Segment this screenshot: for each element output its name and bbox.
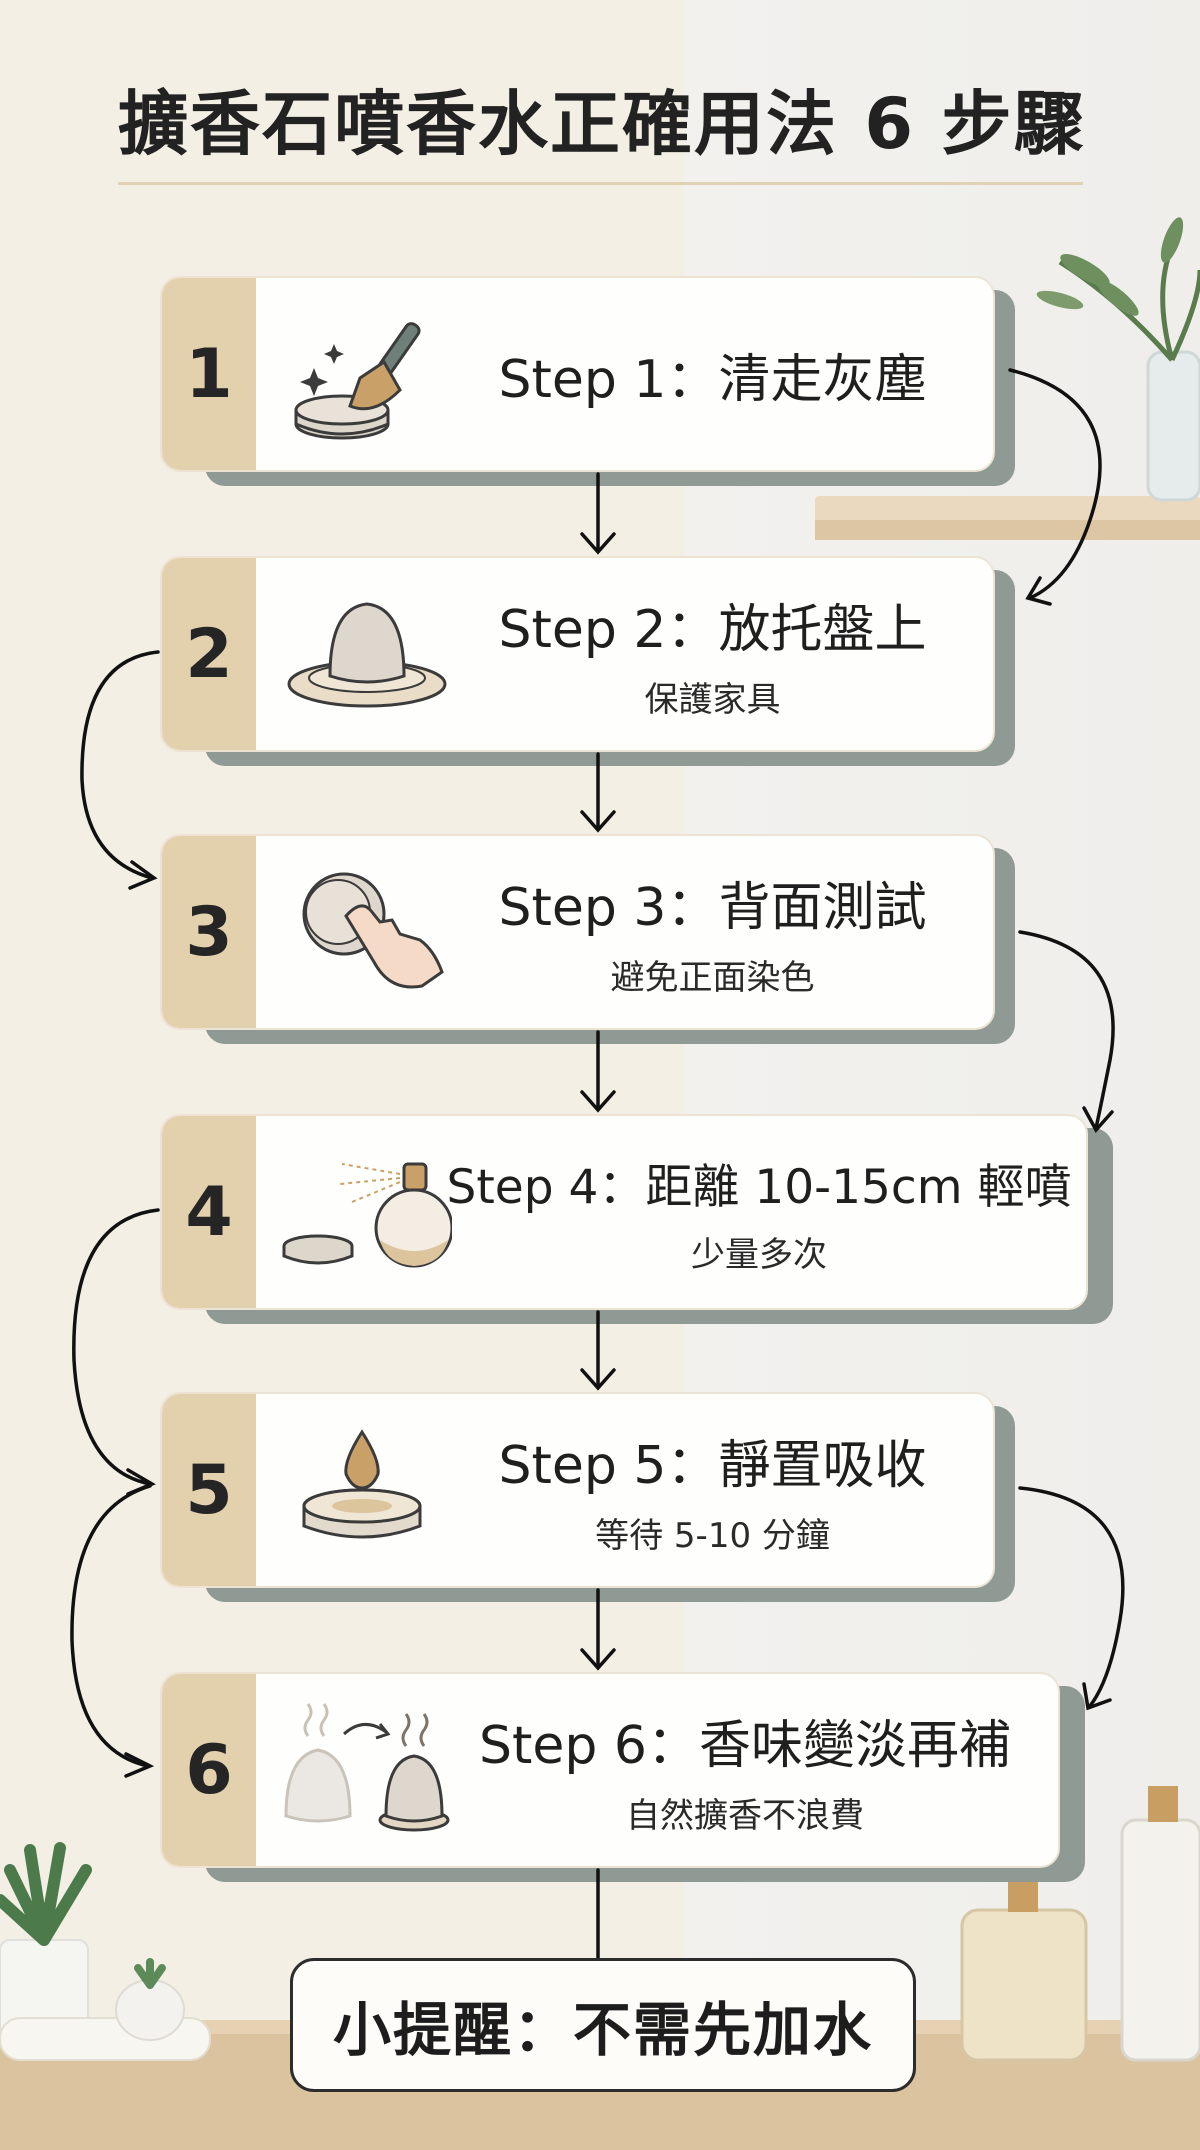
brush-stone-icon bbox=[294, 322, 421, 440]
step-text: Step 3：背面測試 避免正面染色 bbox=[462, 836, 963, 1028]
tip-text: 小提醒：不需先加水 bbox=[332, 1996, 873, 2064]
step-text: Step 6：香味變淡再補 自然擴香不浪費 bbox=[462, 1674, 1028, 1866]
step-number: 3 bbox=[185, 892, 233, 972]
card-body: 1 Step 1：清走灰塵 bbox=[160, 276, 995, 472]
step-subtitle: 保護家具 bbox=[644, 680, 781, 720]
step-card-6: 6 Step 6：香味變淡再補 自然擴香不浪費 bbox=[160, 1672, 1085, 1882]
drop-absorb-icon bbox=[302, 1429, 422, 1539]
step-subtitle: 自然擴香不浪費 bbox=[626, 1796, 864, 1836]
card-body: 4 Step 4：距離 10-15cm 輕噴 少量多次 bbox=[160, 1114, 1088, 1310]
step-card-5: 5 Step 5：靜置吸收 等待 5-10 分鐘 bbox=[160, 1392, 1015, 1602]
step-number-tab: 1 bbox=[162, 278, 256, 470]
card-body: 6 Step 6：香味變淡再補 自然擴香不浪費 bbox=[160, 1672, 1060, 1868]
step-number: 1 bbox=[185, 334, 233, 414]
step-title: Step 5：靜置吸收 bbox=[498, 1436, 927, 1496]
step-number-tab: 6 bbox=[162, 1674, 256, 1866]
step-number: 4 bbox=[185, 1172, 233, 1252]
step-title: Step 4：距離 10-15cm 輕噴 bbox=[446, 1160, 1072, 1215]
card-body: 3 Step 3：背面測試 避免正面染色 bbox=[160, 834, 995, 1030]
page-title: 擴香石噴香水正確用法 6 步驟 bbox=[118, 83, 1086, 165]
step-number-tab: 2 bbox=[162, 558, 256, 750]
step-subtitle: 少量多次 bbox=[691, 1235, 827, 1275]
step-title: Step 3：背面測試 bbox=[498, 878, 927, 938]
title-underline bbox=[118, 182, 1083, 185]
step-text: Step 5：靜置吸收 等待 5-10 分鐘 bbox=[462, 1394, 963, 1586]
refresh-scent-icon bbox=[284, 1703, 450, 1832]
step-number-tab: 4 bbox=[162, 1116, 256, 1308]
step-card-1: 1 Step 1：清走灰塵 bbox=[160, 276, 1015, 486]
title-area: 擴香石噴香水正確用法 6 步驟 bbox=[118, 82, 1086, 185]
card-body: 2 Step 2：放托盤上 保護家具 bbox=[160, 556, 995, 752]
step-text: Step 1：清走灰塵 bbox=[462, 278, 963, 470]
finger-touch-stone-icon bbox=[302, 872, 444, 989]
step-card-4: 4 Step 4：距離 10-15cm 輕噴 少量多次 bbox=[160, 1114, 1113, 1324]
stone-on-tray-icon bbox=[287, 602, 447, 708]
step-subtitle: 等待 5-10 分鐘 bbox=[595, 1516, 830, 1556]
step-title: Step 1：清走灰塵 bbox=[498, 349, 927, 410]
step-title: Step 6：香味變淡再補 bbox=[478, 1716, 1011, 1776]
step-card-2: 2 Step 2：放托盤上 保護家具 bbox=[160, 556, 1015, 766]
step-number: 2 bbox=[185, 614, 233, 694]
step-number-tab: 3 bbox=[162, 836, 256, 1028]
tip-box: 小提醒：不需先加水 bbox=[290, 1958, 916, 2092]
step-text: Step 4：距離 10-15cm 輕噴 少量多次 bbox=[447, 1116, 1072, 1308]
step-subtitle: 避免正面染色 bbox=[610, 958, 815, 998]
card-body: 5 Step 5：靜置吸收 等待 5-10 分鐘 bbox=[160, 1392, 995, 1588]
perfume-spray-icon bbox=[282, 1162, 452, 1268]
step-number: 5 bbox=[185, 1450, 233, 1530]
step-number: 6 bbox=[185, 1730, 233, 1810]
step-text: Step 2：放托盤上 保護家具 bbox=[462, 558, 963, 750]
step-card-3: 3 Step 3：背面測試 避免正面染色 bbox=[160, 834, 1015, 1044]
step-number-tab: 5 bbox=[162, 1394, 256, 1586]
step-title: Step 2：放托盤上 bbox=[498, 600, 927, 660]
